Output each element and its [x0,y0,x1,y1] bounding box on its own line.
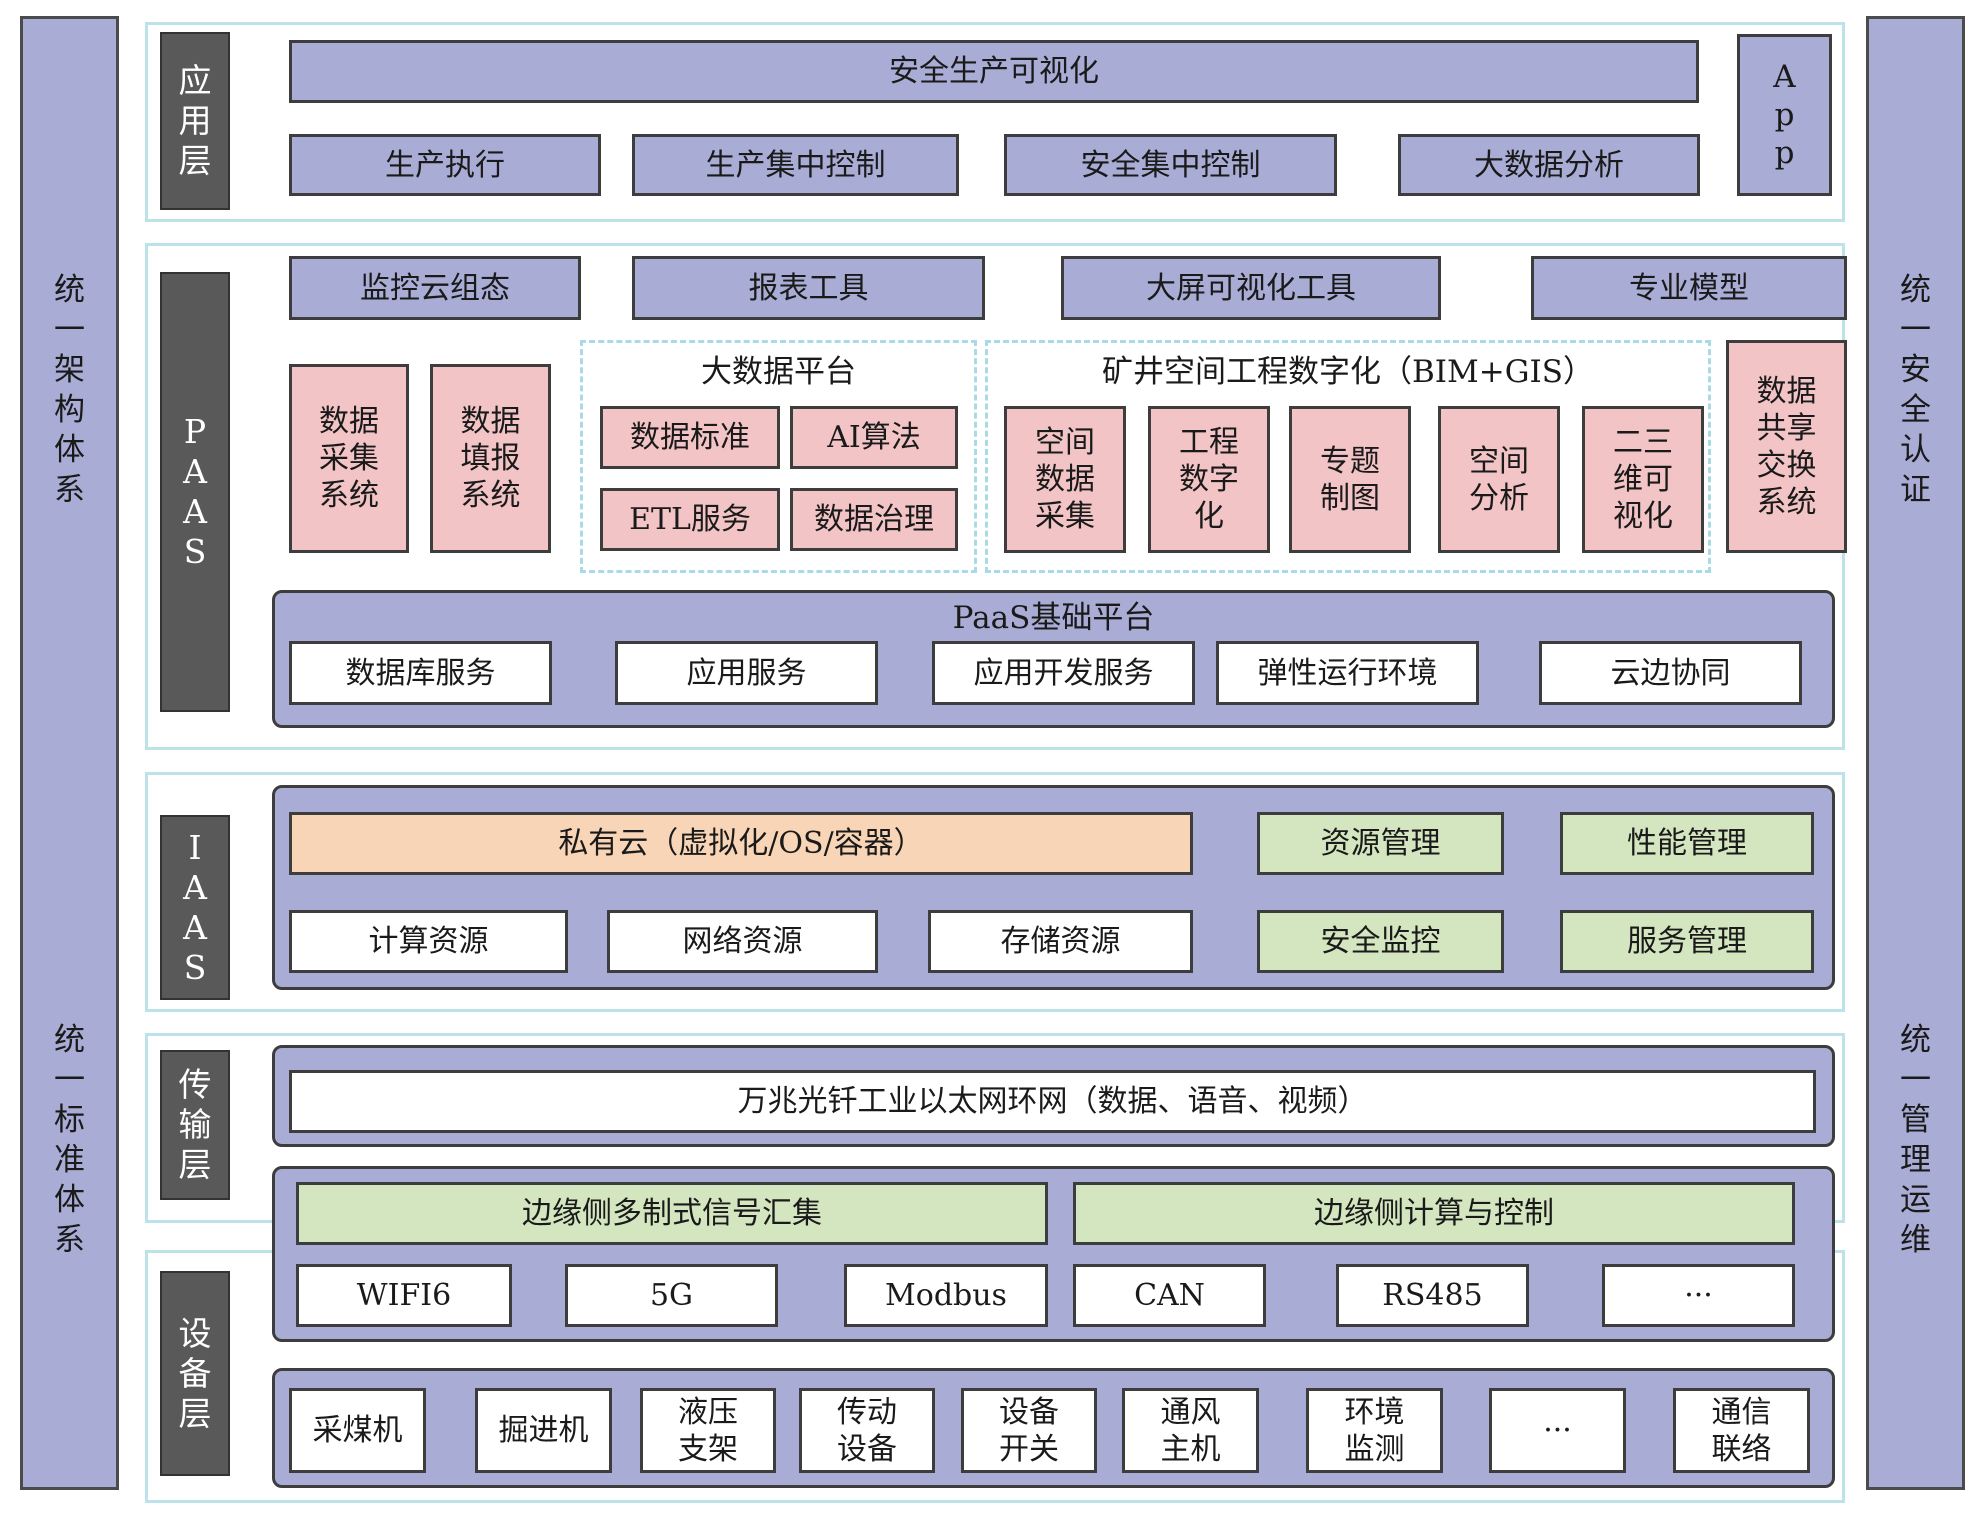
right-side-bar [1866,16,1965,1490]
mine-spatial-digitalization-title: 矿井空间工程数字化（BIM+GIS） [1102,354,1594,390]
edge-signal-aggregation: 边缘侧多制式信号汇集 [296,1182,1048,1245]
device-switch: 设备 开关 [961,1388,1097,1473]
elastic-runtime-environment: 弹性运行环境 [1216,641,1479,705]
protocol-modbus: Modbus [844,1264,1048,1327]
device-shearer: 采煤机 [289,1388,426,1473]
cloud-edge-collaboration: 云边协同 [1539,641,1802,705]
performance-management: 性能管理 [1560,812,1814,875]
unified-management-ops-label: 统一管理运维 [1900,1022,1931,1258]
device-ventilation-main: 通风 主机 [1122,1388,1259,1473]
application-development-service: 应用开发服务 [932,641,1195,705]
protocol-more: ··· [1602,1264,1795,1327]
device-environment-monitoring: 环境 监测 [1306,1388,1443,1473]
thematic-mapping: 专题 制图 [1289,406,1411,553]
mine-spatial-digitalization-group [985,340,1711,573]
device-hydraulic-support: 液压 支架 [640,1388,776,1473]
tool-professional-model: 专业模型 [1531,256,1847,320]
private-cloud: 私有云（虚拟化/OS/容器） [289,812,1193,875]
app-item-big-data-analysis: 大数据分析 [1398,134,1700,196]
protocol-can: CAN [1073,1264,1266,1327]
unified-architecture-label: 统一架构体系 [54,272,85,508]
security-monitoring: 安全监控 [1257,910,1504,973]
layer-label-transport: 传输层 [160,1050,230,1200]
protocol-5g: 5G [565,1264,778,1327]
app-item-safety-central-control: 安全集中控制 [1004,134,1337,196]
data-standard: 数据标准 [600,406,780,469]
protocol-wifi6: WIFI6 [296,1264,512,1327]
layer-label-device: 设备层 [160,1271,230,1476]
etl-service: ETL服务 [600,488,780,551]
safety-production-visualization: 安全生产可视化 [289,40,1699,103]
tool-big-screen-visualization: 大屏可视化工具 [1061,256,1441,320]
application-service: 应用服务 [615,641,878,705]
data-collection-system: 数据 采集 系统 [289,364,409,553]
device-communication: 通信 联络 [1673,1388,1810,1473]
big-data-platform-group [580,340,977,573]
layer-label-application: 应用层 [160,32,230,210]
spatial-data-collection: 空间 数据 采集 [1004,406,1126,553]
data-sharing-exchange-system: 数据 共享 交换 系统 [1726,340,1847,553]
network-resources: 网络资源 [607,910,878,973]
app-item-production-execution: 生产执行 [289,134,601,196]
ai-algorithm: AI算法 [790,406,958,469]
gigabit-fiber-ethernet-ring: 万兆光钎工业以太网环网（数据、语音、视频） [289,1070,1816,1133]
device-roadheader: 掘进机 [475,1388,612,1473]
data-reporting-system: 数据 填报 系统 [430,364,551,553]
tool-report: 报表工具 [632,256,985,320]
compute-resources: 计算资源 [289,910,568,973]
database-service: 数据库服务 [289,641,552,705]
data-governance: 数据治理 [790,488,958,551]
tool-monitoring-cloud-config: 监控云组态 [289,256,581,320]
service-management: 服务管理 [1560,910,1814,973]
app-item-production-central-control: 生产集中控制 [632,134,959,196]
protocol-rs485: RS485 [1336,1264,1529,1327]
unified-standard-label: 统一标准体系 [54,1022,85,1258]
resource-management: 资源管理 [1257,812,1504,875]
paas-base-platform-title: PaaS基础平台 [952,600,1155,636]
left-side-bar [20,16,119,1490]
device-more: ··· [1489,1388,1626,1473]
device-transmission: 传动 设备 [799,1388,935,1473]
spatial-analysis: 空间 分析 [1438,406,1560,553]
big-data-platform-title: 大数据平台 [701,354,856,390]
2d-3d-visualization: 二三 维可 视化 [1582,406,1704,553]
edge-compute-control: 边缘侧计算与控制 [1073,1182,1795,1245]
storage-resources: 存储资源 [928,910,1193,973]
unified-security-auth-label: 统一安全认证 [1900,272,1931,508]
engineering-digitalization: 工程 数字 化 [1148,406,1270,553]
